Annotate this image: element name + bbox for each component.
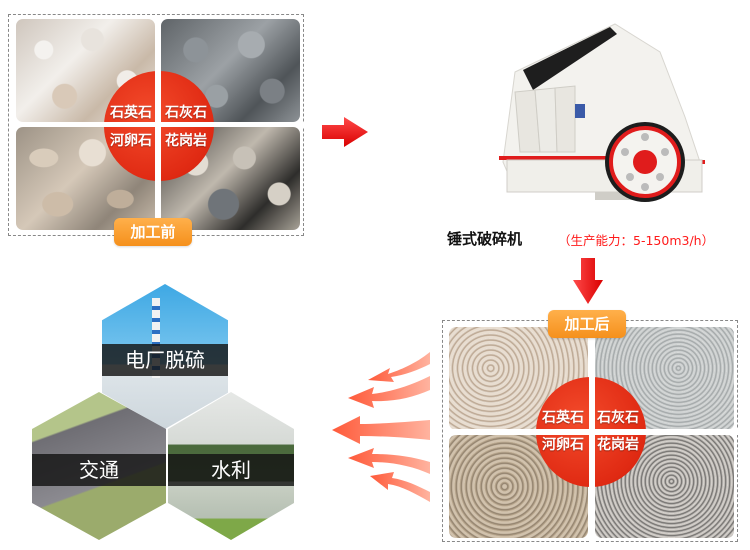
stone-label-limestone: 石灰石 — [597, 410, 639, 426]
chimney — [152, 298, 160, 378]
application-label-power-plant: 电厂脱硫 — [102, 344, 228, 376]
arrow-left-fan-icon — [332, 352, 430, 502]
application-label-water: 水利 — [168, 454, 294, 486]
before-panel: 石英石 石灰石 河卵石 花岗岩 — [8, 14, 305, 237]
after-tag: 加工后 — [548, 310, 626, 338]
hammer-crusher-image — [499, 23, 705, 202]
stone-label-quartz: 石英石 — [542, 410, 584, 426]
application-label-transport: 交通 — [32, 454, 166, 486]
divider — [589, 321, 595, 543]
machine-capacity: （生产能力：5-150m3/h） — [558, 233, 715, 248]
machine-name: 锤式破碎机 — [447, 230, 523, 248]
stone-label-pebble: 河卵石 — [542, 437, 584, 453]
stone-label-granite: 花岗岩 — [597, 437, 639, 453]
stone-label-pebble: 河卵石 — [110, 133, 152, 149]
divider — [155, 15, 161, 237]
before-tag: 加工前 — [114, 218, 192, 246]
after-panel: 石英石 石灰石 河卵石 花岗岩 — [442, 320, 739, 543]
arrow-down-icon — [573, 258, 603, 304]
arrow-right-icon — [322, 117, 368, 147]
stone-label-granite: 花岗岩 — [165, 133, 207, 149]
stone-label-quartz: 石英石 — [110, 105, 152, 121]
applications-hexagons: 电厂脱硫 交通 水利 — [30, 282, 295, 544]
stone-label-limestone: 石灰石 — [165, 105, 207, 121]
